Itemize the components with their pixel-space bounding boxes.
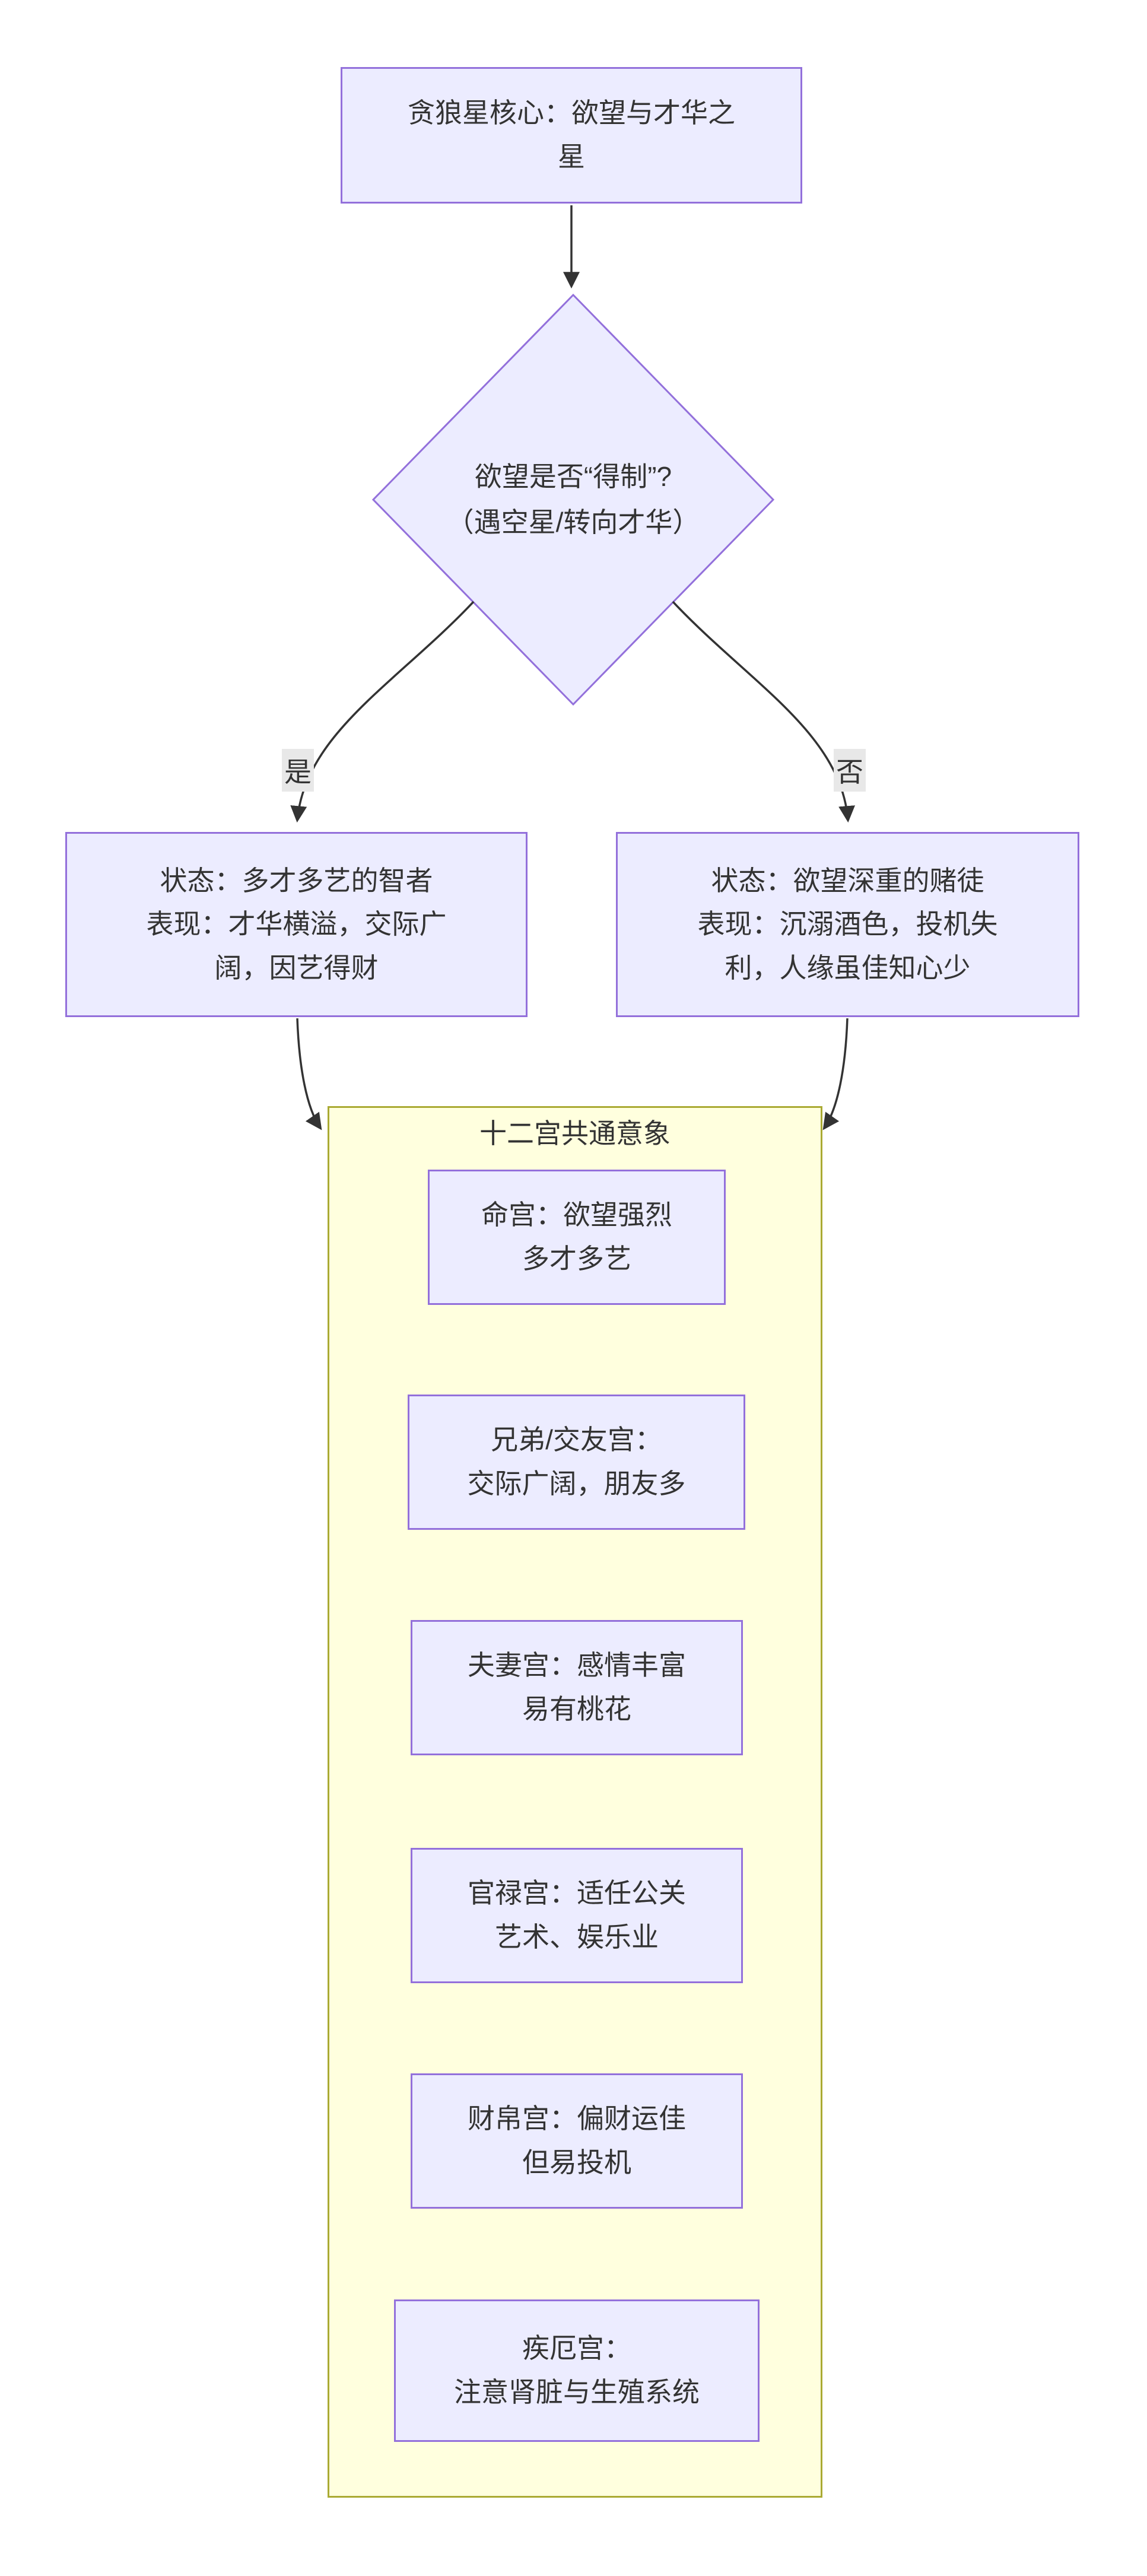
edge-no-to-cluster (822, 1018, 849, 1130)
cluster-twelve-palaces: 十二宫共通意象 命宫：欲望强烈 多才多艺 兄弟/交友宫： 交际广阔，朋友多 夫妻… (328, 1106, 822, 2498)
edge-yes-to-cluster (296, 1018, 322, 1130)
edge-decision-to-no (672, 601, 855, 823)
palace-box-career: 官禄宫：适任公关 艺术、娱乐业 (411, 1848, 743, 1983)
no-outcome-node: 状态：欲望深重的赌徒 表现：沉溺酒色，投机失 利，人缘虽佳知心少 (616, 832, 1079, 1017)
palace-box-siblings-friends: 兄弟/交友宫： 交际广阔，朋友多 (408, 1395, 745, 1530)
edge-label-no: 否 (834, 749, 866, 792)
palace-box-life: 命宫：欲望强烈 多才多艺 (428, 1170, 726, 1305)
decision-node-label: 欲望是否“得制”? （遇空星/转向才华） (446, 461, 700, 538)
core-node: 贪狼星核心：欲望与才华之 星 (341, 67, 802, 204)
cluster-title: 十二宫共通意象 (479, 1118, 671, 1149)
edge-label-yes: 是 (282, 749, 314, 792)
palace-box-marriage: 夫妻宫：感情丰富 易有桃花 (411, 1620, 743, 1755)
yes-outcome-node: 状态：多才多艺的智者 表现：才华横溢，交际广 阔，因艺得财 (65, 832, 528, 1017)
palace-box-wealth: 财帛宫：偏财运佳 但易投机 (411, 2073, 743, 2209)
edge-decision-to-yes (290, 601, 475, 823)
palace-box-health: 疾厄宫： 注意肾脏与生殖系统 (394, 2299, 760, 2442)
